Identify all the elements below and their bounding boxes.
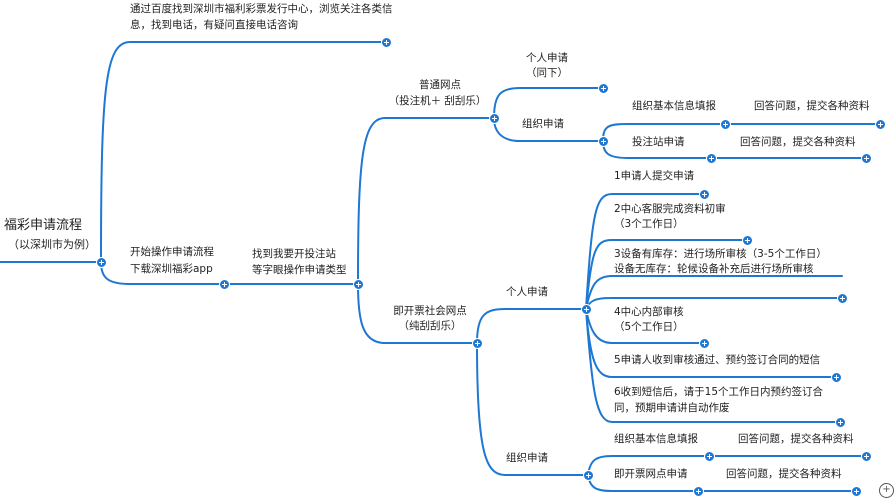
plus-circle-icon[interactable]: [598, 83, 609, 94]
plus-circle-icon[interactable]: [875, 119, 886, 130]
step-3-line2: 设备无库存：轮候设备补充后进行场所审核: [614, 263, 814, 275]
plus-circle-icon[interactable]: [219, 279, 230, 290]
instant-org-item2-next: 回答问题，提交各种资料: [726, 468, 842, 480]
instant-org-item1-next: 回答问题，提交各种资料: [738, 433, 854, 445]
plus-circle-icon[interactable]: [699, 338, 710, 349]
plus-circle-icon[interactable]: [831, 372, 842, 383]
plus-circle-icon[interactable]: [861, 451, 872, 462]
instant-personal-label: 个人申请: [506, 286, 548, 298]
plus-circle-icon[interactable]: [581, 304, 592, 315]
zoom-in-icon[interactable]: +: [879, 483, 894, 498]
step-6-line1: 6收到短信后，请于15个工作日内预约签订合: [614, 386, 824, 398]
step-4-line2: （5个工作日）: [614, 321, 684, 333]
instant-org-item1: 组织基本信息填报: [614, 433, 698, 445]
normal-org-item2: 投注站申请: [632, 136, 685, 148]
root-title: 福彩申请流程: [4, 218, 83, 233]
normal-org-item1-next: 回答问题，提交各种资料: [754, 100, 870, 112]
root-subtitle: （以深圳市为例）: [8, 238, 96, 251]
start-step-line1: 开始操作申请流程: [130, 246, 214, 258]
step-1: 1申请人提交申请: [614, 170, 695, 182]
instant-org-item2: 即开票网点申请: [614, 468, 688, 480]
instant-outlet-line1: 即开票社会网点: [393, 305, 467, 317]
plus-circle-icon[interactable]: [381, 37, 392, 48]
plus-circle-icon[interactable]: [472, 338, 483, 349]
instant-outlet-line2: （纯刮刮乐）: [398, 320, 462, 332]
step-2-line1: 2中心客服完成资料初审: [614, 203, 726, 215]
plus-circle-icon[interactable]: [706, 153, 717, 164]
normal-outlet-line2: （投注机＋ 刮刮乐）: [388, 95, 487, 107]
step-4-line1: 4中心内部审核: [614, 306, 684, 318]
plus-circle-icon[interactable]: [837, 293, 848, 304]
plus-circle-icon[interactable]: [861, 153, 872, 164]
plus-circle-icon[interactable]: [835, 417, 846, 428]
step-5: 5申请人收到审核通过、预约签订合同的短信: [614, 354, 821, 366]
plus-circle-icon[interactable]: [742, 235, 753, 246]
normal-outlet-line1: 普通网点: [419, 79, 461, 91]
intro-text-line1: 通过百度找到深圳市福利彩票发行中心，浏览关注各类信: [130, 3, 393, 15]
plus-circle-icon[interactable]: [353, 279, 364, 290]
intro-text-line2: 息，找到电话，有疑问直接电话咨询: [130, 19, 298, 31]
step-2-line2: （3个工作日）: [614, 218, 684, 230]
plus-circle-icon[interactable]: [489, 113, 500, 124]
normal-org-label: 组织申请: [522, 118, 564, 130]
plus-circle-icon[interactable]: [720, 119, 731, 130]
normal-org-item1: 组织基本信息填报: [632, 100, 716, 112]
instant-org-label: 组织申请: [506, 452, 548, 464]
find-step-line1: 找到我要开投注站: [252, 248, 336, 260]
plus-circle-icon[interactable]: [693, 486, 704, 497]
step-6-line2: 同，预期申请讲自动作废: [614, 402, 730, 414]
find-step-line2: 等字眼操作申请类型: [252, 264, 347, 276]
plus-circle-icon[interactable]: [699, 189, 710, 200]
plus-circle-icon[interactable]: [96, 257, 107, 268]
normal-personal-line1: 个人申请: [526, 52, 568, 64]
plus-circle-icon[interactable]: [704, 451, 715, 462]
start-step-line2: 下载深圳福彩app: [130, 263, 213, 275]
plus-circle-icon[interactable]: [583, 470, 594, 481]
plus-circle-icon[interactable]: [851, 486, 862, 497]
plus-circle-icon[interactable]: [598, 136, 609, 147]
normal-org-item2-next: 回答问题，提交各种资料: [740, 136, 856, 148]
step-3-line1: 3设备有库存：进行场所审核（3-5个工作日）: [614, 248, 827, 260]
normal-personal-line2: （同下）: [526, 67, 568, 79]
